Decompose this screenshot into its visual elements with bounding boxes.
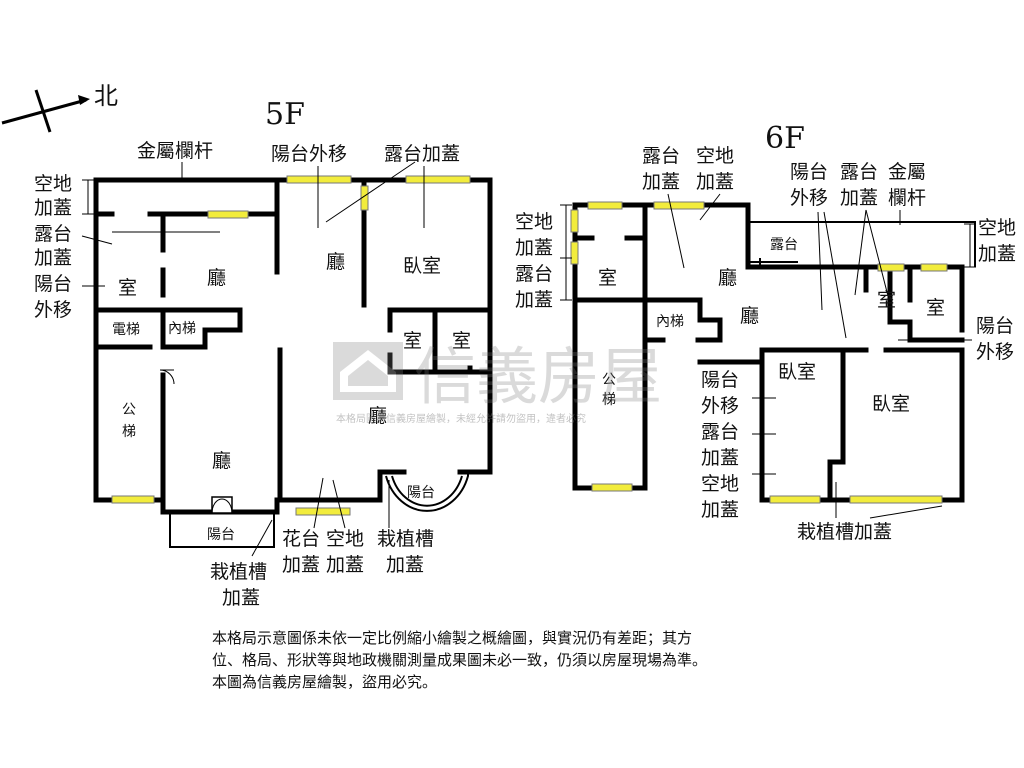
label-6f-hall-top: 廳 (718, 267, 737, 289)
note-6f-mid-5: 空地 (701, 473, 739, 495)
label-5f-balcony-bottom: 陽台 (207, 527, 235, 543)
note-6f-balcony-move-1: 陽台 (790, 161, 828, 183)
note-6f-right-empty-1: 空地 (978, 217, 1016, 239)
label-5f-inner-stair: 內梯 (168, 321, 196, 337)
floor-6f-leader-lines (560, 193, 976, 519)
note-5f-planter-l-2: 加蓋 (222, 587, 260, 609)
note-5f-terrace-1: 露台 (34, 223, 72, 245)
label-5f-public-stair-1: 公 (122, 402, 136, 418)
note-5f-empty-roof-2: 加蓋 (34, 197, 72, 219)
label-6f-room-small-1: 室 (877, 289, 896, 311)
note-6f-mid-1: 陽台 (701, 369, 739, 391)
note-5f-empty-b-2: 加蓋 (326, 554, 364, 576)
label-6f-public-stair-1: 公 (602, 372, 616, 388)
note-5f-balcony-move: 陽台外移 (271, 143, 347, 165)
note-6f-mid-3: 露台 (701, 421, 739, 443)
note-6f-mid-6: 加蓋 (701, 499, 739, 521)
floor-6f-fixtures (748, 221, 976, 267)
note-5f-terrace-roof: 露台加蓋 (384, 143, 460, 165)
watermark: 信義房屋 本格局圖為信義房屋繪製，未經允許請勿盜用，違者必究 (333, 340, 662, 425)
note-6f-terrace2-1: 露台 (840, 161, 878, 183)
label-5f-hall-bottom: 廳 (212, 450, 231, 472)
label-5f-balcony-round: 陽台 (407, 485, 435, 501)
note-6f-left-empty-1: 空地 (515, 211, 553, 233)
floor-6f-windows (570, 201, 948, 504)
note-5f-planter-r-2: 加蓋 (386, 554, 424, 576)
label-6f-public-stair-2: 梯 (602, 392, 616, 408)
watermark-notice: 本格局圖為信義房屋繪製，未經允許請勿盜用，違者必究 (336, 412, 586, 425)
label-5f-hall-top-right: 廳 (326, 251, 345, 273)
label-5f-elevator: 電梯 (112, 322, 140, 338)
note-6f-empty-roof-1: 空地 (696, 145, 734, 167)
note-6f-mid-2: 外移 (701, 395, 739, 417)
note-6f-empty-roof-2: 加蓋 (696, 171, 734, 193)
note-6f-metal-2: 欄杆 (888, 187, 926, 209)
note-5f-flower-1: 花台 (282, 528, 320, 550)
label-6f-hall-mid: 廳 (740, 305, 759, 327)
note-5f-empty-roof-1: 空地 (34, 173, 72, 195)
note-6f-terrace-roof-1: 露台 (642, 145, 680, 167)
note-5f-empty-b-1: 空地 (326, 528, 364, 550)
note-6f-right-balcony-2: 外移 (976, 341, 1014, 363)
note-6f-terrace-roof-2: 加蓋 (642, 171, 680, 193)
label-6f-room-small-2: 室 (926, 297, 945, 319)
note-6f-left-empty-2: 加蓋 (515, 237, 553, 259)
label-6f-inner-stair: 內梯 (656, 314, 684, 330)
note-5f-flower-2: 加蓋 (282, 554, 320, 576)
note-6f-planter-roof: 栽植槽加蓋 (797, 521, 892, 543)
watermark-brand: 信義房屋 (414, 340, 662, 413)
note-6f-balcony-move-2: 外移 (790, 187, 828, 209)
compass-direction-label: 北 (94, 82, 118, 110)
label-5f-public-stair-2: 梯 (122, 424, 136, 440)
brand-logo-icon (333, 342, 403, 400)
label-5f-hall-top: 廳 (207, 267, 226, 289)
note-5f-planter-l-1: 栽植槽 (210, 561, 267, 583)
disclaimer-line-2: 位、格局、形狀等與地政機關測量成果圖未必一致，仍須以房屋現場為準。 (212, 651, 708, 669)
floor-5f-annotations: 金屬欄杆 陽台外移 露台加蓋 空地 加蓋 露台 加蓋 陽台 外移 花台 加蓋 空… (34, 140, 460, 609)
note-6f-terrace2-2: 加蓋 (840, 187, 878, 209)
note-5f-planter-r-1: 栽植槽 (377, 528, 434, 550)
note-6f-metal-1: 金屬 (888, 161, 926, 183)
floor-5f-leader-lines (81, 161, 425, 557)
label-6f-terrace: 露台 (770, 237, 798, 253)
floor-5f-windows (111, 175, 471, 516)
label-5f-bedroom: 臥室 (403, 255, 441, 277)
floor-6f-annotations: 露台 加蓋 空地 加蓋 陽台 外移 露台 加蓋 金屬 欄杆 空地 加蓋 露台 加… (515, 145, 1016, 543)
note-6f-left-terrace-1: 露台 (515, 263, 553, 285)
disclaimer-line-1: 本格局示意圖係未依一定比例縮小繪製之概繪圖，與實況仍有差距；其方 (212, 629, 693, 647)
note-5f-terrace-2: 加蓋 (34, 247, 72, 269)
note-6f-left-terrace-2: 加蓋 (515, 289, 553, 311)
floor-6f-room-labels: 室 廳 露台 室 室 內梯 廳 公 梯 臥室 臥室 (598, 237, 945, 415)
disclaimer-notes: 本格局示意圖係未依一定比例縮小繪製之概繪圖，與實況仍有差距；其方 位、格局、形狀… (212, 627, 832, 693)
floor-5f-room-labels: 室 廳 廳 臥室 電梯 內梯 室 室 公 梯 廳 廳 陽台 陽台 (112, 251, 471, 543)
disclaimer-line-3: 本圖為信義房屋繪製，盜用必究。 (212, 673, 438, 691)
label-5f-hall-center: 廳 (368, 405, 387, 427)
note-6f-right-balcony-1: 陽台 (976, 315, 1014, 337)
floor-5f-fixtures (159, 369, 469, 548)
label-5f-room: 室 (118, 277, 137, 299)
label-6f-room-left: 室 (598, 267, 617, 289)
floor-5f-title: 5F (265, 97, 305, 132)
label-5f-room-small-1: 室 (403, 330, 422, 352)
note-6f-right-empty-2: 加蓋 (978, 243, 1016, 265)
compass-north-arrow-icon (1, 89, 90, 133)
note-5f-metal-railing: 金屬欄杆 (137, 140, 213, 162)
note-5f-balcony-out-1: 陽台 (34, 273, 72, 295)
floor-6f-title: 6F (765, 121, 805, 156)
label-6f-bedroom-1: 臥室 (778, 361, 816, 383)
note-6f-mid-4: 加蓋 (701, 447, 739, 469)
note-5f-balcony-out-2: 外移 (34, 299, 72, 321)
label-5f-room-small-2: 室 (452, 330, 471, 352)
label-6f-bedroom-2: 臥室 (872, 393, 910, 415)
